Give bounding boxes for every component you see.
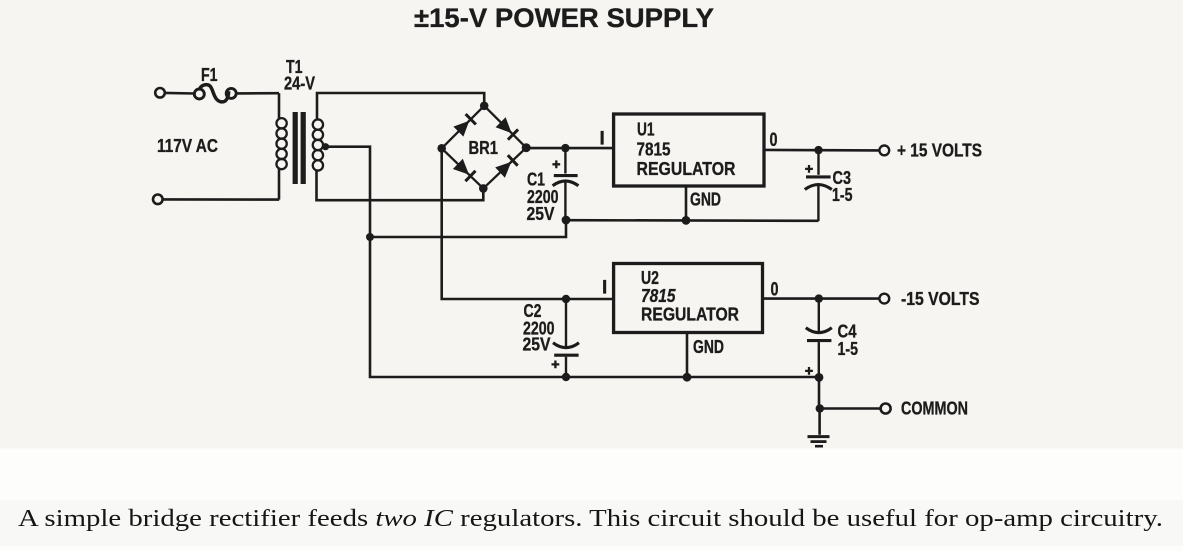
- svg-text:1-5: 1-5: [838, 338, 859, 359]
- svg-text:C4: C4: [838, 321, 858, 342]
- svg-text:+ 15 VOLTS: + 15 VOLTS: [897, 140, 982, 161]
- svg-text:7815: 7815: [637, 139, 671, 160]
- svg-text:0: 0: [771, 280, 779, 301]
- svg-text:C1: C1: [527, 169, 545, 190]
- svg-text:0: 0: [770, 130, 778, 151]
- svg-text:COMMON: COMMON: [901, 398, 968, 419]
- svg-text:C3: C3: [833, 167, 852, 188]
- svg-text:1-5: 1-5: [832, 184, 853, 205]
- svg-text:U1: U1: [637, 118, 655, 139]
- svg-text:A simple bridge rectifier feed: A simple bridge rectifier feeds two IC r…: [18, 505, 1163, 532]
- svg-text:25V: 25V: [523, 334, 551, 355]
- svg-text:U2: U2: [641, 267, 659, 288]
- svg-text:F1: F1: [201, 64, 218, 85]
- svg-text:2200: 2200: [523, 318, 555, 339]
- svg-text:24-V: 24-V: [284, 73, 315, 94]
- svg-text:REGULATOR: REGULATOR: [641, 303, 739, 324]
- svg-text:T1: T1: [286, 56, 303, 77]
- svg-text:BR1: BR1: [469, 137, 499, 158]
- svg-text:2200: 2200: [527, 186, 559, 207]
- svg-text:±15-V POWER SUPPLY: ±15-V POWER SUPPLY: [414, 3, 714, 33]
- svg-text:I: I: [602, 278, 607, 299]
- svg-text:117V AC: 117V AC: [157, 135, 218, 156]
- svg-text:REGULATOR: REGULATOR: [637, 158, 736, 179]
- svg-text:C2: C2: [524, 300, 542, 321]
- svg-text:GND: GND: [693, 336, 724, 357]
- svg-text:-15 VOLTS: -15 VOLTS: [901, 288, 980, 309]
- svg-text:25V: 25V: [527, 203, 555, 224]
- svg-text:7815: 7815: [641, 285, 676, 306]
- svg-text:I: I: [600, 129, 605, 150]
- svg-text:GND: GND: [690, 189, 721, 210]
